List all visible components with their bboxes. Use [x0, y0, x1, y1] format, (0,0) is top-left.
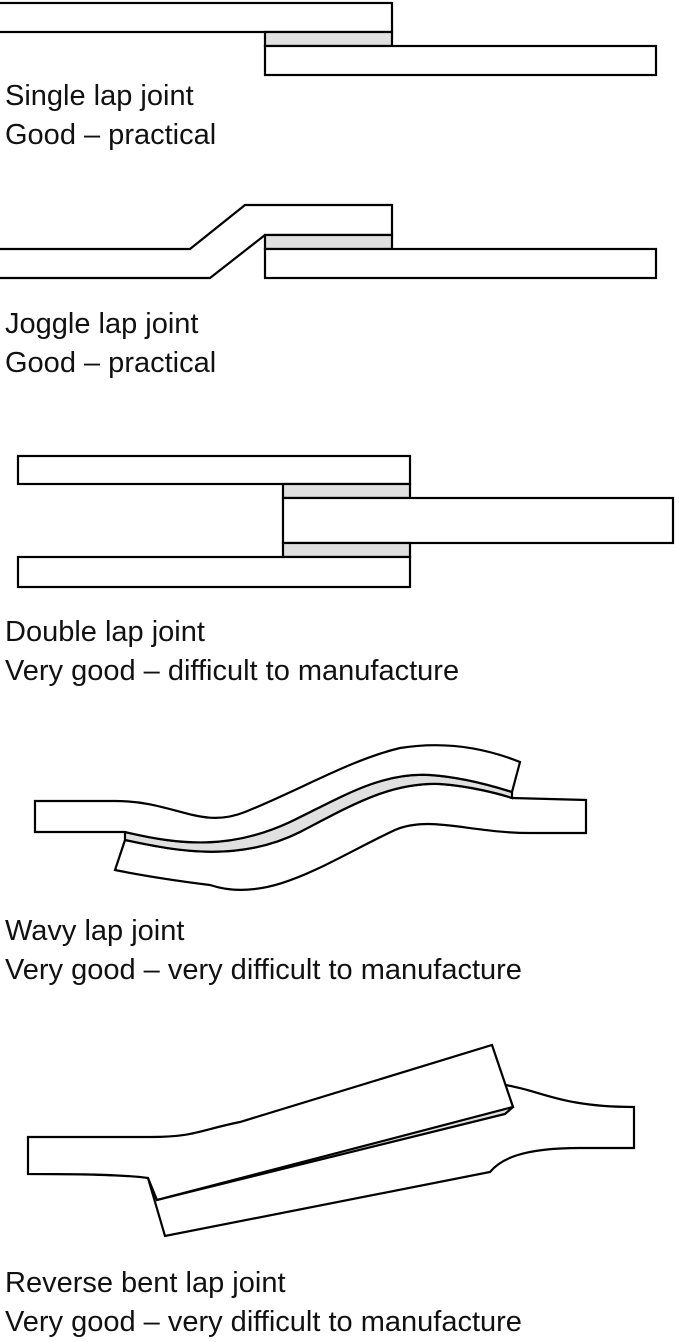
- joint-name: Reverse bent lap joint: [5, 1267, 286, 1299]
- wavy-lap-joint-caption: Wavy lap joint Very good – very difficul…: [5, 912, 522, 990]
- joggle-lap-joint-caption: Joggle lap joint Good – practical: [5, 305, 216, 383]
- adhesive-layer: [263, 233, 394, 251]
- joint-rating: Very good – very difficult to manufactur…: [5, 1306, 522, 1338]
- adhesive-layer: [263, 30, 394, 48]
- joint-name: Single lap joint: [5, 80, 194, 112]
- upper-strap: [16, 454, 412, 486]
- single-lap-joint-drawing: [0, 1, 658, 77]
- double-lap-joint-caption: Double lap joint Very good – difficult t…: [5, 613, 459, 691]
- single-lap-joint-caption: Single lap joint Good – practical: [5, 77, 216, 155]
- joint-rating: Good – practical: [5, 347, 217, 379]
- joint-name: Double lap joint: [5, 616, 205, 648]
- joint-name: Wavy lap joint: [5, 915, 185, 947]
- wavy-lap-joint-drawing: [33, 744, 588, 891]
- lower-bent-adherend: [146, 1083, 636, 1238]
- double-lap-joint-drawing: [16, 454, 675, 589]
- joggle-lap-joint-drawing: [0, 203, 658, 280]
- joint-rating: Very good – difficult to manufacture: [5, 655, 460, 687]
- lower-strap: [16, 555, 412, 589]
- upper-bent-adherend: [26, 1043, 515, 1202]
- lower-adherend: [263, 44, 658, 77]
- lower-adherend: [263, 247, 658, 280]
- reverse-bent-lap-joint-drawing: [26, 1043, 636, 1238]
- lower-adhesive-layer: [281, 541, 412, 559]
- joint-name: Joggle lap joint: [5, 308, 199, 340]
- upper-adherend: [0, 1, 394, 34]
- upper-wavy-adherend: [33, 744, 522, 844]
- joint-rating: Good – practical: [5, 119, 217, 151]
- joint-rating: Very good – very difficult to manufactur…: [5, 954, 522, 986]
- upper-adhesive-layer: [281, 482, 412, 500]
- reverse-bent-lap-joint-caption: Reverse bent lap joint Very good – very …: [5, 1264, 522, 1342]
- center-adherend: [281, 496, 675, 545]
